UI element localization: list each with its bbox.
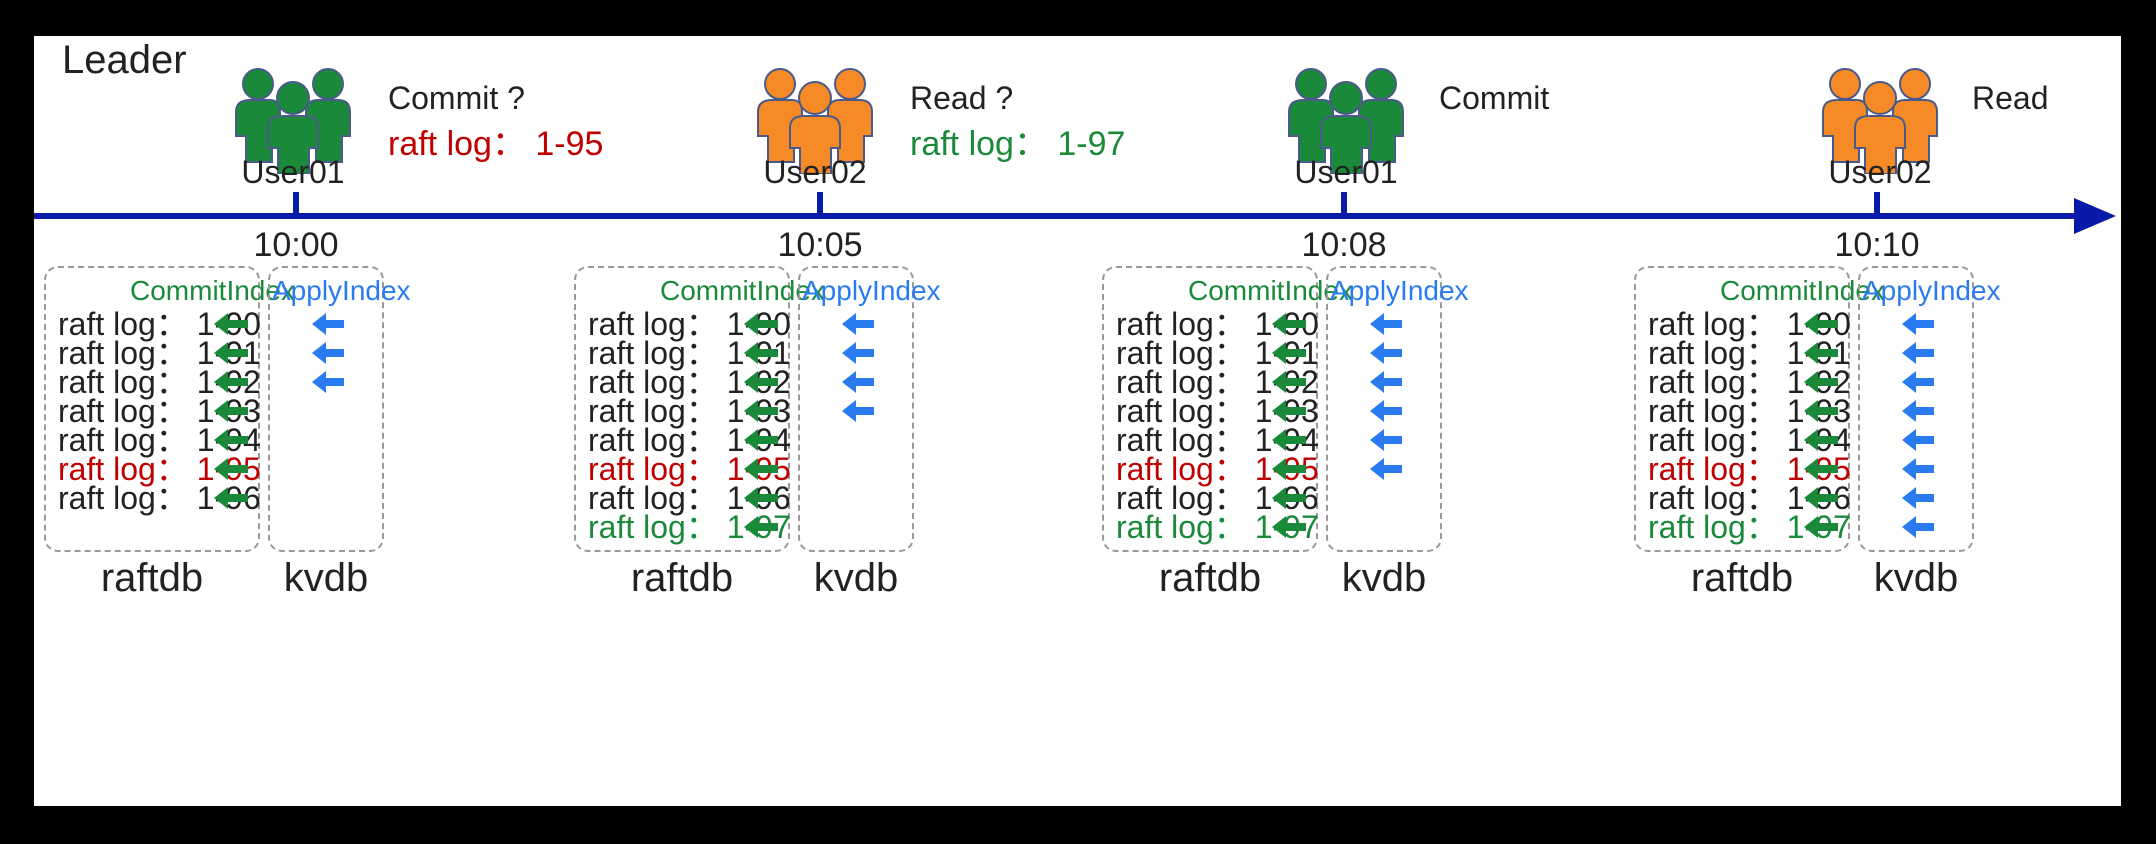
users-icon — [1287, 66, 1405, 179]
apply-index-arrow — [1370, 400, 1402, 427]
commit-index-arrow — [214, 458, 248, 485]
commit-index-arrow — [1272, 371, 1306, 398]
user-label: User01 — [241, 154, 345, 190]
commit-index-arrow — [1272, 487, 1306, 514]
commit-index-arrow — [744, 371, 778, 398]
kvdb-box — [1858, 266, 1974, 552]
apply-index-arrow — [1902, 458, 1934, 485]
apply-index-arrow — [1370, 342, 1402, 369]
apply-index-arrow — [842, 371, 874, 398]
user-label: User02 — [1828, 154, 1932, 190]
apply-index-arrow — [842, 342, 874, 369]
commit-index-arrow — [1272, 458, 1306, 485]
commit-index-arrow — [214, 400, 248, 427]
raftdb-box — [1102, 266, 1318, 552]
apply-index-arrow — [312, 342, 344, 369]
kvdb-box — [268, 266, 384, 552]
commit-index-arrow — [744, 487, 778, 514]
commit-index-label: CommitIndex — [1188, 275, 1353, 306]
users-icon — [756, 66, 874, 179]
raftdb-box — [574, 266, 790, 552]
kvdb-box — [798, 266, 914, 552]
raftdb-label: raftdb — [100, 556, 204, 600]
commit-index-arrow — [1804, 371, 1838, 398]
apply-index-arrow — [842, 400, 874, 427]
apply-index-arrow — [312, 371, 344, 398]
apply-index-arrow — [1902, 342, 1934, 369]
apply-index-arrow — [1902, 487, 1934, 514]
commit-index-arrow — [1272, 429, 1306, 456]
commit-index-arrow — [1272, 400, 1306, 427]
time-label: 10:08 — [1301, 226, 1387, 264]
leader-label: Leader — [62, 38, 187, 82]
kvdb-label: kvdb — [283, 556, 369, 600]
apply-index-arrow — [1370, 313, 1402, 340]
commit-index-arrow — [1272, 516, 1306, 543]
users-icon — [234, 66, 352, 179]
commit-index-label: CommitIndex — [130, 275, 295, 306]
user-label: User02 — [763, 154, 867, 190]
diagram-canvas: Leader User01 Commit ? raft log： 1-95 10:00… — [34, 36, 2121, 806]
apply-index-label: ApplyIndex — [802, 275, 941, 306]
commit-index-arrow — [1272, 313, 1306, 340]
commit-index-arrow — [214, 371, 248, 398]
apply-index-arrow — [1902, 516, 1934, 543]
apply-index-arrow — [1370, 458, 1402, 485]
apply-index-label: ApplyIndex — [1330, 275, 1469, 306]
kvdb-label: kvdb — [813, 556, 899, 600]
commit-index-arrow — [744, 516, 778, 543]
apply-index-arrow — [1902, 400, 1934, 427]
apply-index-arrow — [1902, 371, 1934, 398]
event-log-label: raft log： 1-97 — [910, 125, 1126, 163]
apply-index-arrow — [1902, 313, 1934, 340]
commit-index-arrow — [744, 342, 778, 369]
event-action-label: Read — [1972, 80, 2049, 116]
commit-index-arrow — [1804, 516, 1838, 543]
raftdb-box — [44, 266, 260, 552]
time-label: 10:10 — [1834, 226, 1920, 264]
time-label: 10:05 — [777, 226, 863, 264]
kvdb-label: kvdb — [1341, 556, 1427, 600]
commit-index-label: CommitIndex — [660, 275, 825, 306]
commit-index-arrow — [1272, 342, 1306, 369]
event-action-label: Commit ? — [388, 80, 525, 116]
commit-index-arrow — [214, 342, 248, 369]
event-action-label: Commit — [1439, 80, 1550, 116]
commit-index-arrow — [744, 400, 778, 427]
apply-index-arrow — [1370, 429, 1402, 456]
raftdb-label: raftdb — [1158, 556, 1262, 600]
raftdb-box — [1634, 266, 1850, 552]
apply-index-label: ApplyIndex — [272, 275, 411, 306]
commit-index-arrow — [1804, 400, 1838, 427]
time-label: 10:00 — [253, 226, 339, 264]
commit-index-arrow — [214, 487, 248, 514]
commit-index-arrow — [1804, 313, 1838, 340]
apply-index-arrow — [842, 313, 874, 340]
commit-index-arrow — [1804, 487, 1838, 514]
commit-index-arrow — [744, 429, 778, 456]
commit-index-arrow — [744, 458, 778, 485]
apply-index-arrow — [1370, 371, 1402, 398]
event-action-label: Read ? — [910, 80, 1014, 116]
apply-index-arrow — [1902, 429, 1934, 456]
users-icon — [1821, 66, 1939, 179]
axis-arrowhead — [2074, 198, 2116, 234]
commit-index-label: CommitIndex — [1720, 275, 1885, 306]
kvdb-box — [1326, 266, 1442, 552]
commit-index-arrow — [744, 313, 778, 340]
commit-index-arrow — [214, 313, 248, 340]
raftdb-label: raftdb — [630, 556, 734, 600]
commit-index-arrow — [1804, 429, 1838, 456]
raftdb-label: raftdb — [1690, 556, 1794, 600]
kvdb-label: kvdb — [1873, 556, 1959, 600]
apply-index-label: ApplyIndex — [1862, 275, 2001, 306]
commit-index-arrow — [1804, 458, 1838, 485]
commit-index-arrow — [214, 429, 248, 456]
user-label: User01 — [1294, 154, 1398, 190]
event-log-label: raft log： 1-95 — [388, 125, 604, 163]
apply-index-arrow — [312, 313, 344, 340]
commit-index-arrow — [1804, 342, 1838, 369]
